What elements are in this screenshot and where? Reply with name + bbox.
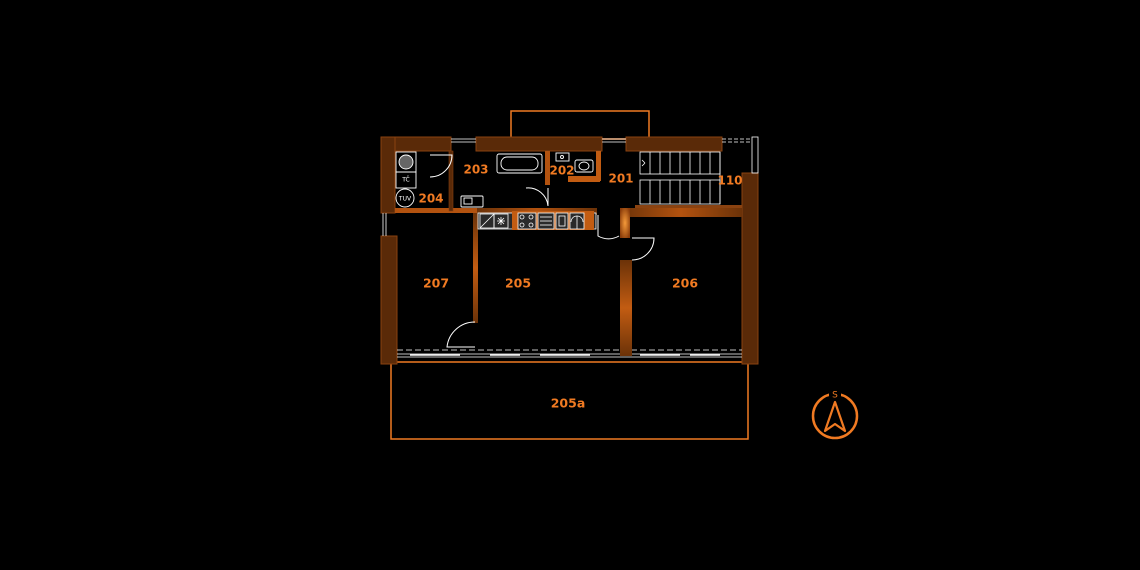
room-label-202: 202 — [549, 164, 574, 178]
compass-letter: S — [832, 391, 838, 401]
heat-pump-label: TČ — [401, 177, 410, 184]
door-swings — [429, 154, 655, 348]
kitchen-counter — [477, 211, 597, 230]
sink-204 — [460, 195, 484, 208]
water-heater-label: TUV — [398, 196, 412, 203]
room-label-201: 201 — [608, 172, 633, 186]
room-label-205: 205 — [505, 276, 531, 291]
dormer-outline — [510, 110, 650, 140]
room-label-110: 110 — [717, 174, 742, 188]
toilet — [574, 159, 594, 173]
sink-202 — [555, 152, 570, 162]
room-label-207: 207 — [423, 276, 449, 291]
outer-walls — [380, 136, 759, 365]
terrace-205a — [390, 361, 749, 440]
windows — [382, 138, 752, 358]
room-label-205a: 205a — [551, 396, 586, 411]
bathtub — [496, 153, 543, 174]
stairs — [639, 151, 721, 205]
compass-icon: S — [811, 390, 859, 440]
technical-fixtures — [395, 151, 417, 208]
room-label-206: 206 — [672, 276, 698, 291]
room-label-203: 203 — [463, 163, 488, 177]
room-label-204: 204 — [418, 192, 443, 206]
